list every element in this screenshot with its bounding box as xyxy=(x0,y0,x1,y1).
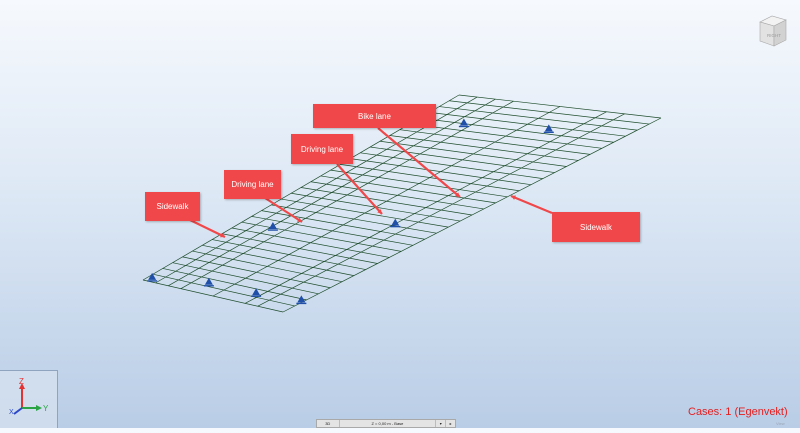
grid-line-longitudinal xyxy=(212,106,561,297)
corner-view-text: View xyxy=(776,421,785,426)
grid-line-longitudinal xyxy=(155,96,478,284)
label-arrowhead xyxy=(455,192,460,197)
status-bar: 3D Z = 0,00 m - Base ▾ ▸ xyxy=(316,419,456,428)
grid-line-longitudinal xyxy=(180,100,514,289)
slab-mesh-grid xyxy=(142,94,662,313)
y-axis-label: Y xyxy=(43,404,49,413)
label-arrowhead xyxy=(511,195,516,200)
label-arrow xyxy=(261,195,303,223)
status-level[interactable]: Z = 0,00 m - Base xyxy=(340,420,437,427)
support-node[interactable] xyxy=(203,277,214,287)
support-node[interactable] xyxy=(147,272,158,282)
load-cases-indicator: Cases: 1 (Egenvekt) xyxy=(688,406,788,418)
support-node[interactable] xyxy=(267,222,278,231)
x-axis-arrow xyxy=(13,407,23,415)
label-sidewalk-left: Sidewalk xyxy=(145,192,200,221)
support-node[interactable] xyxy=(296,295,307,305)
axis-triad: Z Y X xyxy=(0,370,58,428)
x-axis-label: X xyxy=(9,409,14,416)
label-arrow xyxy=(377,127,461,198)
support-node[interactable] xyxy=(458,118,469,128)
label-arrow xyxy=(510,194,553,215)
grid-line-longitudinal xyxy=(245,111,607,304)
label-arrow xyxy=(336,163,383,215)
nav-cube-face-label: RIGHT xyxy=(767,33,781,38)
label-arrowhead xyxy=(297,217,302,222)
label-sidewalk-right: Sidewalk xyxy=(552,212,640,242)
status-view-mode[interactable]: 3D xyxy=(317,420,340,427)
navigation-cube[interactable]: RIGHT xyxy=(752,10,792,50)
label-arrowhead xyxy=(377,209,382,214)
supports-group xyxy=(147,118,554,305)
label-driving-lane-1: Driving lane xyxy=(224,170,281,199)
label-arrows xyxy=(189,127,553,238)
label-bike-lane: Bike lane xyxy=(313,104,436,128)
support-node[interactable] xyxy=(390,218,401,228)
grid-line-longitudinal xyxy=(257,113,625,307)
label-arrow xyxy=(189,219,226,238)
label-arrowhead xyxy=(220,232,225,238)
label-driving-lane-2: Driving lane xyxy=(291,134,353,164)
status-dropdown-button[interactable]: ▾ xyxy=(436,420,447,427)
support-node[interactable] xyxy=(543,124,554,134)
support-node[interactable] xyxy=(251,288,262,297)
grid-line-longitudinal xyxy=(282,117,662,313)
grid-line-longitudinal xyxy=(168,98,496,287)
z-axis-label: Z xyxy=(19,377,24,386)
status-next-button[interactable]: ▸ xyxy=(449,421,452,426)
